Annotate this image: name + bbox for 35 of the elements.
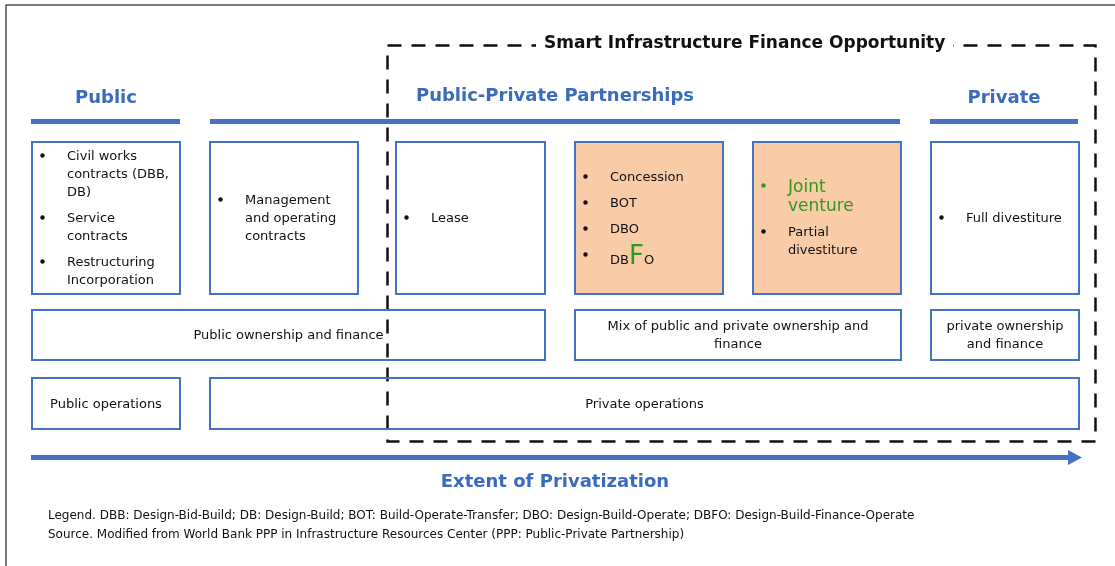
box-text: Public operations: [50, 394, 162, 413]
bullet-item: DBO: [610, 219, 714, 238]
bullet-item: BOT: [610, 193, 714, 212]
category-box: [930, 309, 1080, 361]
category-box: [31, 309, 546, 361]
category-box: [31, 141, 181, 295]
section-heading: Public: [75, 86, 137, 107]
bullet-item: Management and operating contracts: [245, 191, 349, 245]
region-title: Smart Infrastructure Finance Opportunity: [536, 32, 954, 52]
category-box: [31, 377, 181, 430]
highlighted-box: [574, 141, 724, 295]
bullet-item: DBFO: [610, 245, 714, 269]
section-heading: Public-Private Partnerships: [415, 84, 695, 105]
category-box: [209, 377, 1080, 430]
box-text: Mix of public and private ownership and finance: [606, 317, 870, 353]
legend-note: Legend. DBB: Design-Bid-Build; DB: Design-Build; BOT: Build-Operate-Transfer; DBO: Design-Build-Operate; DBFO: Design-Build-Finance-Operate: [48, 508, 915, 522]
box-text: Private operations: [585, 394, 704, 413]
section-heading: Private: [967, 86, 1041, 107]
category-box: [574, 309, 902, 361]
source-note: Source. Modified from World Bank PPP in Infrastructure Resources Center (PPP: Public-Private Partnership): [48, 527, 685, 541]
bullet-item: Lease: [431, 209, 536, 227]
highlighted-box: [752, 141, 902, 295]
bullet-item: Concession: [610, 167, 714, 186]
category-box: [395, 141, 546, 295]
bullet-item: Joint venture: [788, 177, 892, 215]
category-box: [209, 141, 359, 295]
bullet-item: Service contracts: [67, 209, 171, 245]
box-text: private ownership and finance: [945, 317, 1065, 353]
box-text: Public ownership and finance: [193, 326, 384, 344]
bullet-item: Partial divestiture: [788, 223, 892, 259]
bullet-item: Civil works contracts (DBB, DB): [67, 147, 171, 201]
axis-label: Extent of Privatization: [440, 470, 670, 491]
bullet-item: Restructuring Incorporation: [67, 253, 171, 289]
bullet-item: Full divestiture: [966, 209, 1070, 227]
category-box: [930, 141, 1080, 295]
